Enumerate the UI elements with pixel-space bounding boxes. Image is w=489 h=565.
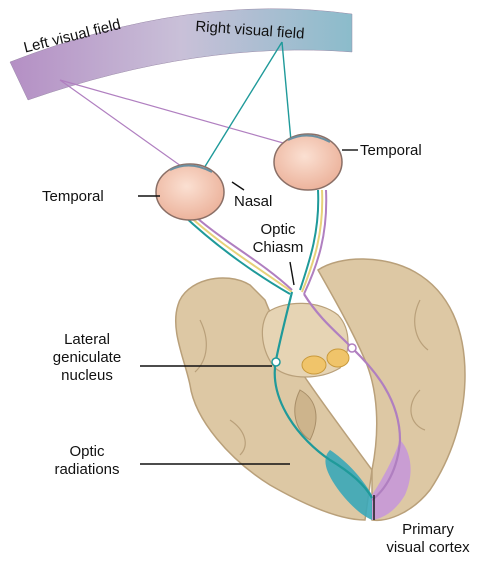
optic-chiasm-label: Optic Chiasm	[248, 221, 308, 257]
brain-section	[176, 259, 465, 520]
right-eye	[274, 134, 342, 190]
primary-visual-cortex-line-2: visual cortex	[370, 539, 486, 557]
nasal-label: Nasal	[234, 193, 272, 211]
lgn-line-1: Lateral	[32, 331, 142, 349]
lgn-label: Lateral geniculate nucleus	[32, 331, 142, 385]
lgn-line-3: nucleus	[32, 367, 142, 385]
optic-radiations-label: Optic radiations	[32, 443, 142, 479]
optic-radiations-line-2: radiations	[32, 461, 142, 479]
primary-visual-cortex-label: Primary visual cortex	[370, 521, 486, 557]
optic-radiations-line-1: Optic	[32, 443, 142, 461]
temporal-right-label: Temporal	[360, 142, 422, 160]
lgn-line-2: geniculate	[32, 349, 142, 367]
optic-chiasm-line-1: Optic	[248, 221, 308, 239]
temporal-left-label: Temporal	[42, 188, 104, 206]
primary-visual-cortex-line-1: Primary	[370, 521, 486, 539]
optic-chiasm-line-2: Chiasm	[248, 239, 308, 257]
visual-field-band	[10, 9, 352, 100]
left-eye	[156, 164, 224, 220]
